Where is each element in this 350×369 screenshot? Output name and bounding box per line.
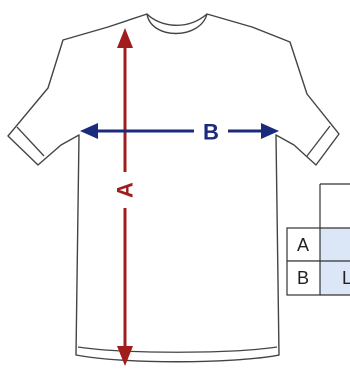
- hem-line: [77, 346, 278, 353]
- right-sleeve-cuff: [306, 125, 331, 157]
- table-row-a-label: A: [297, 235, 309, 255]
- width-label: B: [203, 120, 219, 145]
- tshirt-outline: [7, 13, 340, 363]
- table-row-b-label: B: [297, 268, 309, 288]
- size-table: A B L: [286, 183, 350, 296]
- left-sleeve-cuff: [16, 126, 45, 157]
- collar-line: [146, 13, 208, 35]
- length-label: A: [113, 182, 138, 198]
- length-arrow: [117, 28, 133, 366]
- table-row-b-cell: [286, 260, 321, 296]
- table-partial-cell-text: L: [342, 268, 350, 288]
- width-arrow: [80, 123, 279, 139]
